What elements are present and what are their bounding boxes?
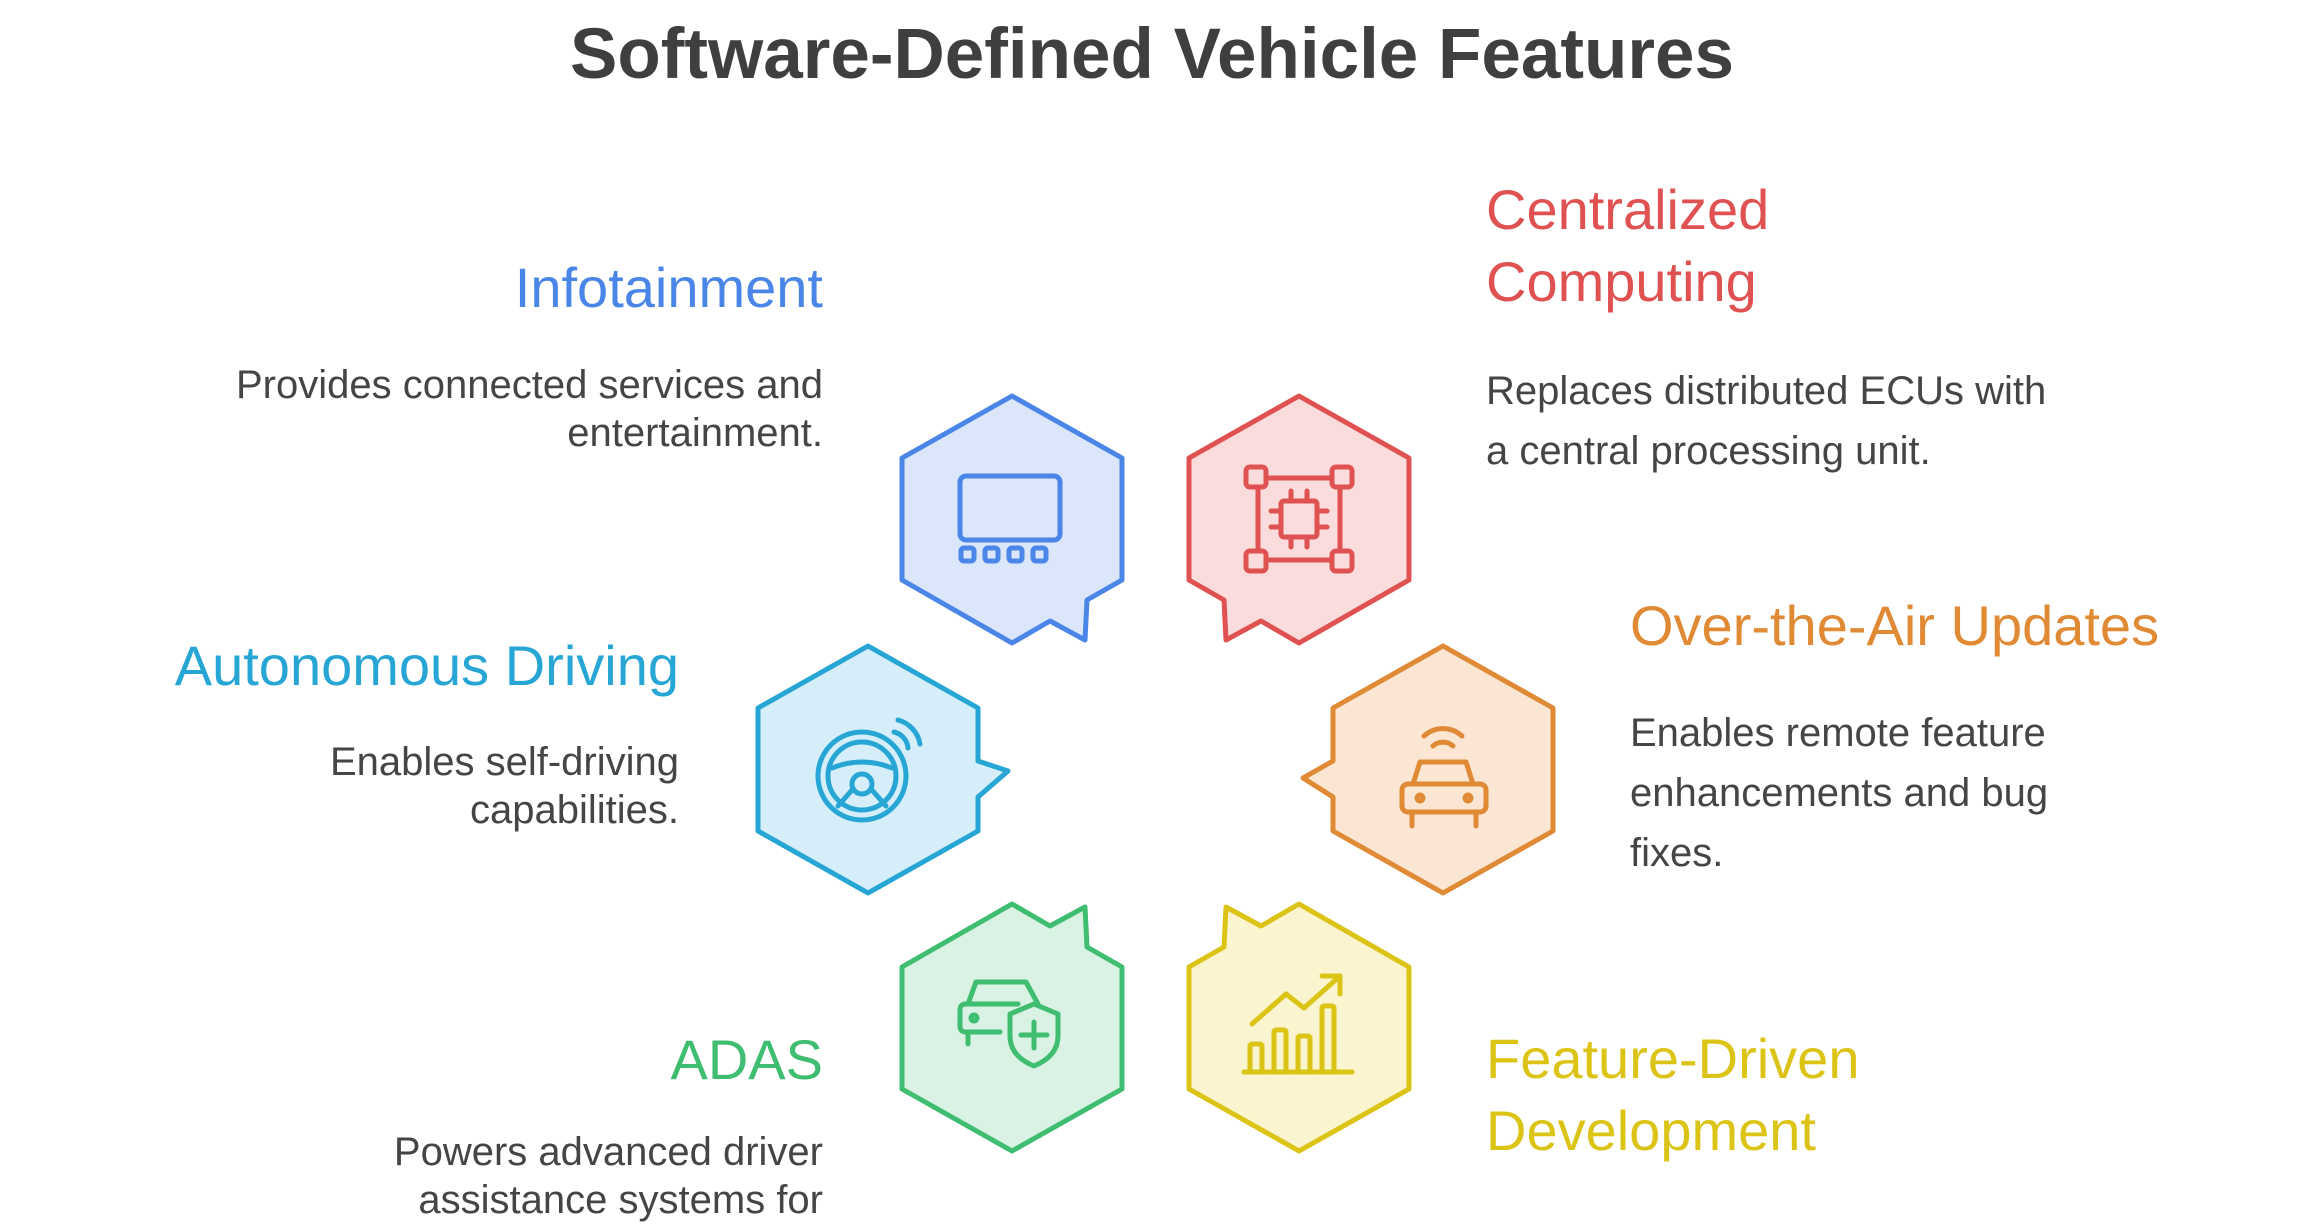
hexagon-ota-updates bbox=[1300, 643, 1556, 896]
connected-car-icon bbox=[1399, 726, 1489, 829]
feature-title-infotainment: Infotainment bbox=[514, 256, 823, 319]
hexagon-autonomous-driving bbox=[755, 643, 1011, 896]
feature-description-centralized-computing: Replaces distributed ECUs with a central… bbox=[1486, 369, 2047, 473]
hexagon-cluster bbox=[755, 393, 1556, 1154]
car-shield-icon bbox=[957, 979, 1061, 1069]
feature-description-autonomous-driving: Enables self-driving capabilities. bbox=[329, 740, 679, 832]
feature-title-feature-driven-development: Feature-Driven Development bbox=[1486, 1027, 1860, 1162]
hexagon-adas bbox=[899, 901, 1125, 1154]
growth-chart-icon bbox=[1241, 973, 1355, 1075]
feature-title-adas: ADAS bbox=[670, 1028, 824, 1091]
hexagon-centralized-computing bbox=[1186, 393, 1412, 646]
hexagon-feature-driven-development bbox=[1186, 901, 1412, 1154]
hexagon-infotainment bbox=[899, 393, 1125, 646]
feature-diagram: Software-Defined Vehicle Features bbox=[174, 15, 2160, 1222]
feature-description-ota-updates: Enables remote feature enhancements and … bbox=[1630, 711, 2049, 875]
screen-icon bbox=[957, 473, 1063, 564]
feature-title-autonomous-driving: Autonomous Driving bbox=[174, 634, 679, 697]
page-title: Software-Defined Vehicle Features bbox=[570, 15, 1734, 94]
feature-title-centralized-computing: Centralized Computing bbox=[1486, 178, 1770, 313]
feature-title-ota-updates: Over-the-Air Updates bbox=[1630, 594, 2160, 657]
feature-description-infotainment: Provides connected services and entertai… bbox=[236, 363, 823, 455]
cpu-chip-icon bbox=[1243, 464, 1355, 574]
feature-description-adas: Powers advanced driver assistance system… bbox=[393, 1130, 823, 1222]
steering-wheel-icon bbox=[815, 717, 923, 823]
